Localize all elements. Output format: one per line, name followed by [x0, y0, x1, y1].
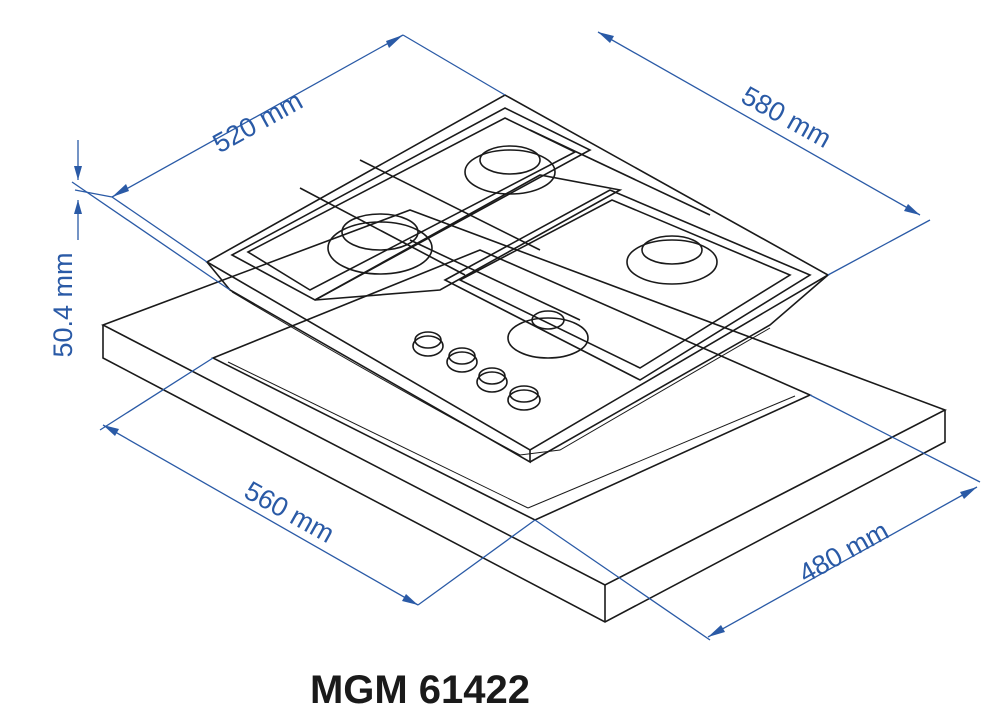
hob [205, 94, 830, 464]
cutout [211, 249, 812, 521]
dimension-480: 480 mm [534, 394, 981, 641]
knob-1 [412, 331, 444, 357]
dimension-560: 560 mm [99, 357, 536, 606]
burner-front-left [327, 213, 433, 275]
dimension-label-520: 520 mm [208, 85, 308, 159]
dimension-label-480: 480 mm [794, 515, 894, 589]
knob-4 [507, 385, 541, 411]
control-knobs [412, 331, 541, 411]
dimension-50-4: 50.4 mm [48, 140, 231, 358]
burner-rear-left [464, 145, 556, 195]
burner-rear-right [626, 235, 718, 285]
dimension-label-50-4: 50.4 mm [48, 252, 78, 357]
countertop [101, 209, 947, 623]
model-title: MGM 61422 [309, 668, 531, 712]
pan-supports [230, 107, 812, 381]
knob-3 [476, 367, 508, 393]
knob-2 [446, 347, 478, 373]
dimension-label-580: 580 mm [736, 80, 836, 154]
burner-front-right [507, 310, 589, 359]
